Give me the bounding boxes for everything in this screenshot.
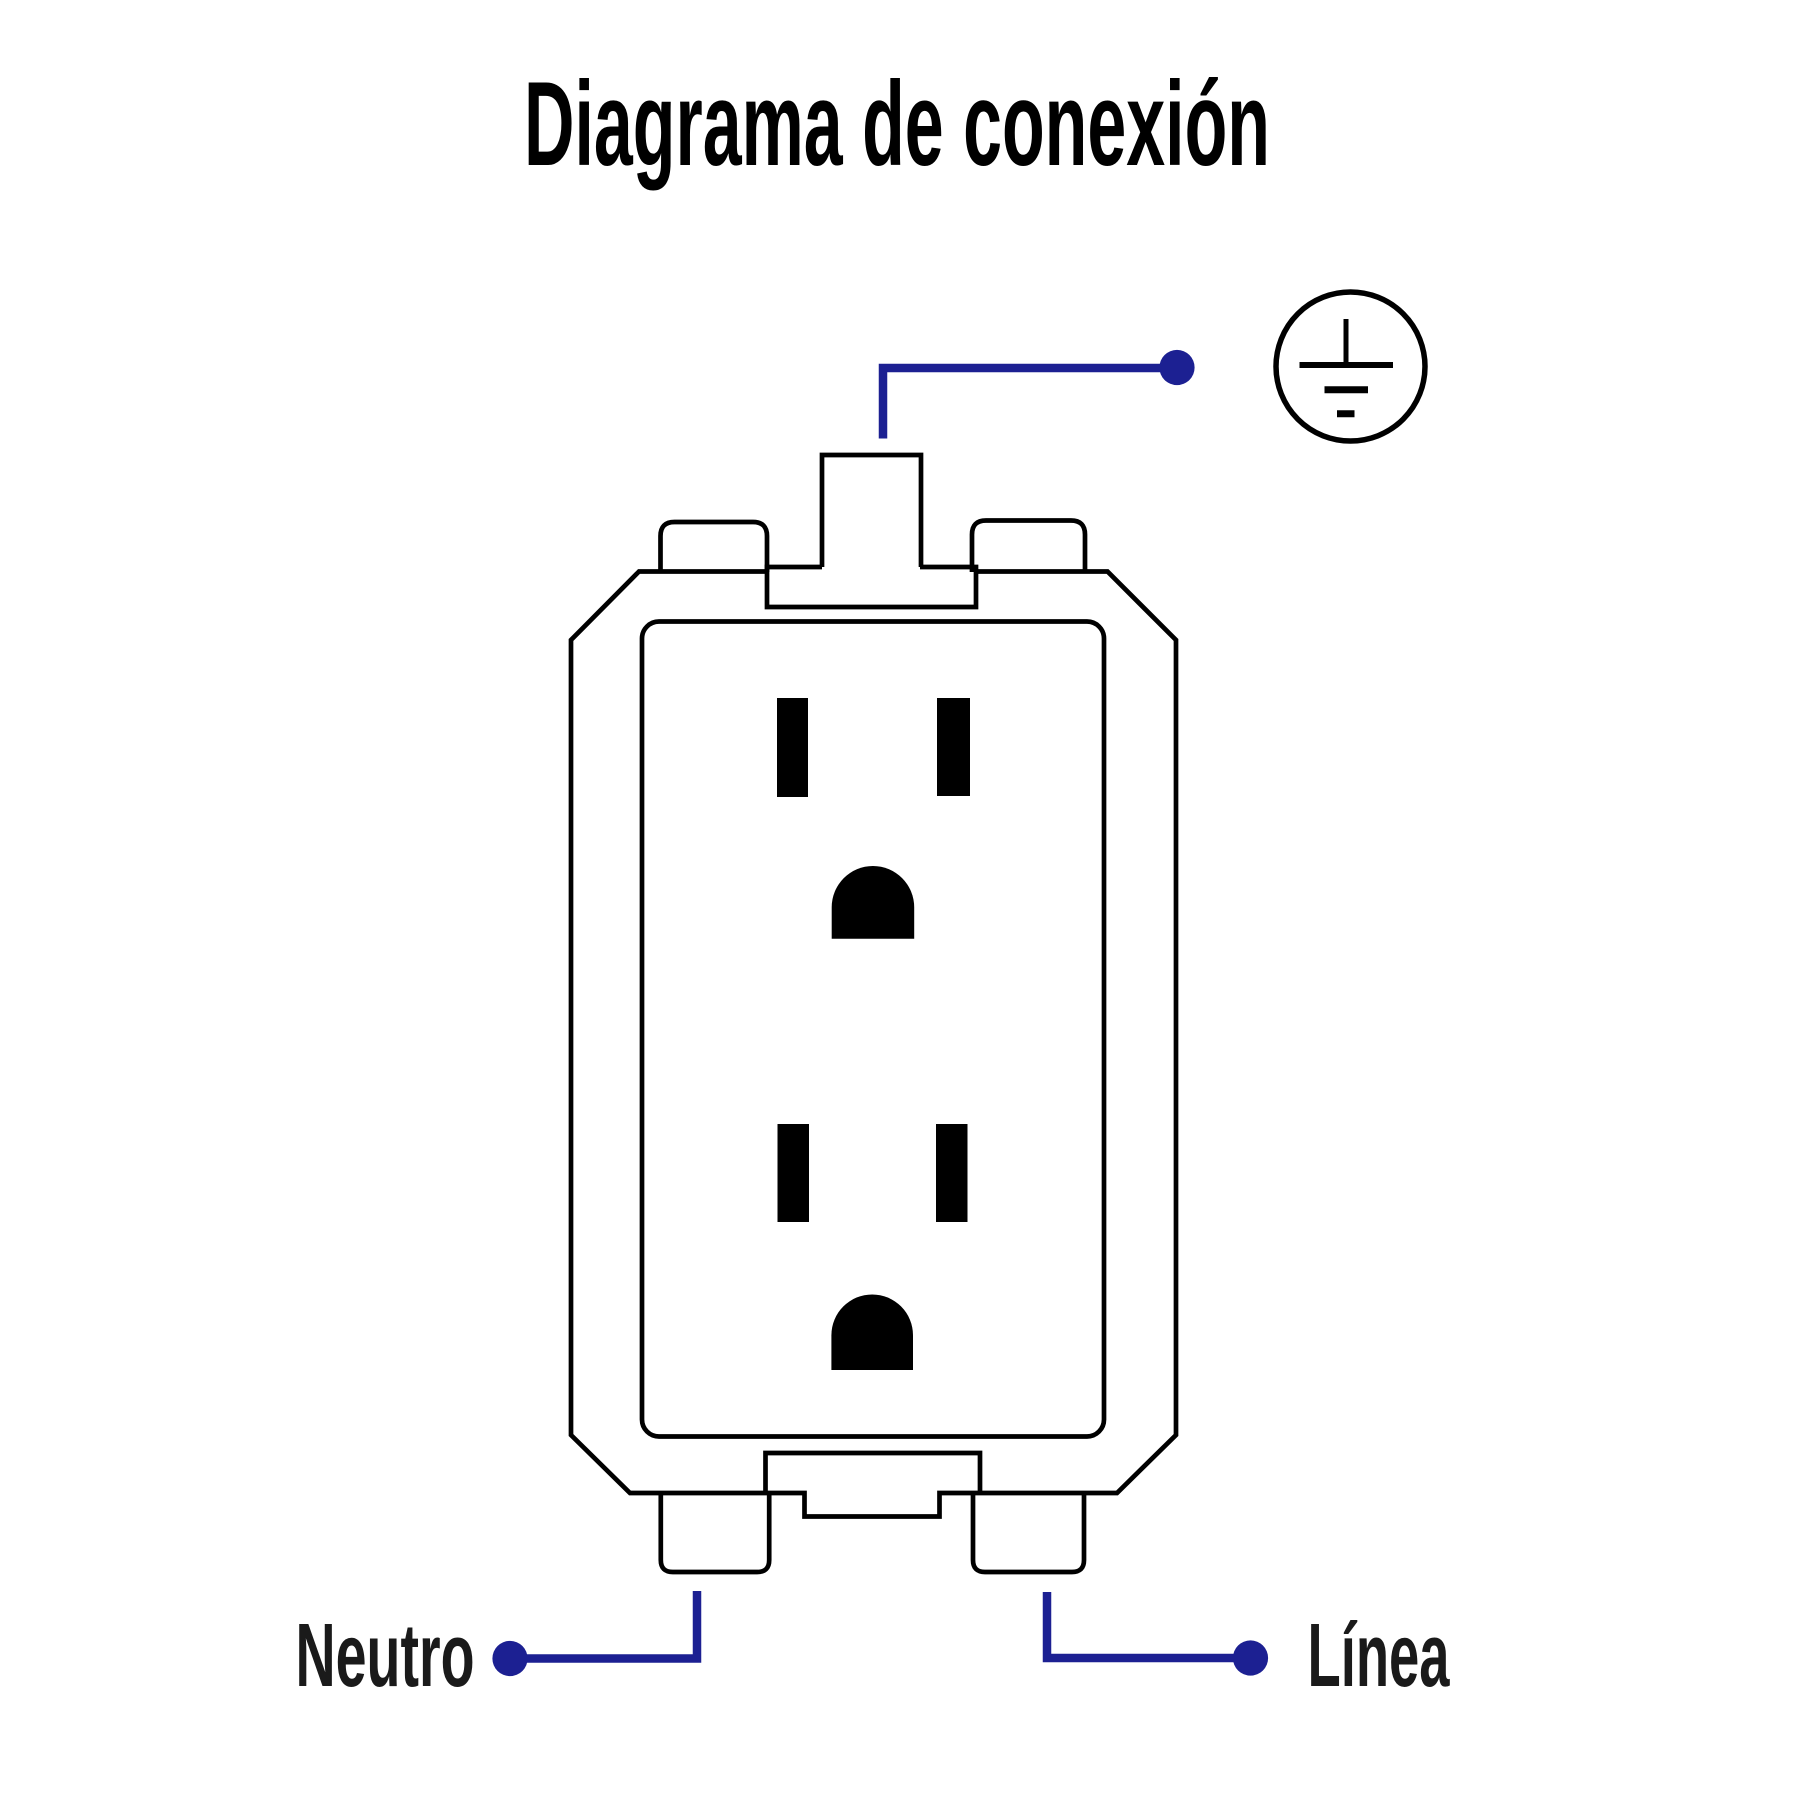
svg-text:Línea: Línea xyxy=(1308,1606,1451,1706)
svg-text:Diagrama de conexión: Diagrama de conexión xyxy=(524,57,1270,191)
svg-text:Neutro: Neutro xyxy=(296,1606,475,1706)
